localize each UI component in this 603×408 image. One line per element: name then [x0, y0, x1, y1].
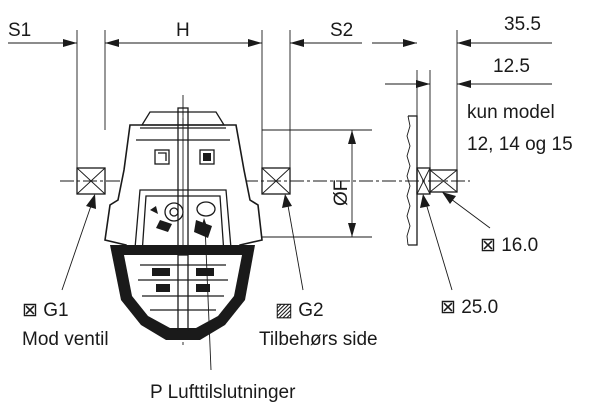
g2-label: ▨ G2 [275, 300, 324, 321]
side-view [406, 115, 458, 246]
dimension-s2: S2 [290, 20, 362, 47]
dim-35-label: 35.5 [504, 14, 541, 35]
labels: ⊠ 16.0 ⊠ 25.0 ⊠ G1 Mod ventil ▨ G2 Tilbe… [22, 235, 538, 403]
sq16-label: ⊠ 16.0 [480, 235, 538, 256]
dimension-s1: S1 [8, 20, 112, 47]
model-note-line1: kun model [467, 102, 555, 123]
dim-s1-label: S1 [8, 20, 31, 41]
model-note: kun model 12, 14 og 15 [467, 102, 573, 155]
leader-arrows [61, 192, 491, 371]
valve-body [104, 107, 263, 276]
dimension-f: ØF [262, 129, 372, 238]
dim-12-label: 12.5 [493, 56, 530, 77]
dimension-12-5: 12.5 [385, 56, 552, 88]
g1-description: Mod ventil [22, 329, 109, 350]
sq25-label: ⊠ 25.0 [440, 297, 498, 318]
dim-f-label: ØF [331, 180, 352, 206]
p-label: P Lufttilslutninger [150, 382, 296, 403]
dimension-h: H [105, 20, 262, 47]
port-g1-square [76, 167, 106, 195]
dim-s2-label: S2 [330, 20, 353, 41]
dim-h-label: H [176, 20, 190, 41]
g1-label: ⊠ G1 [22, 300, 69, 321]
dimension-35-5: 35.5 [372, 14, 552, 47]
port-g2-square [261, 167, 291, 195]
g2-description: Tilbehørs side [259, 329, 378, 350]
valve-lower-bowl [110, 245, 255, 340]
model-note-line2: 12, 14 og 15 [467, 134, 573, 155]
extension-lines [76, 30, 458, 170]
